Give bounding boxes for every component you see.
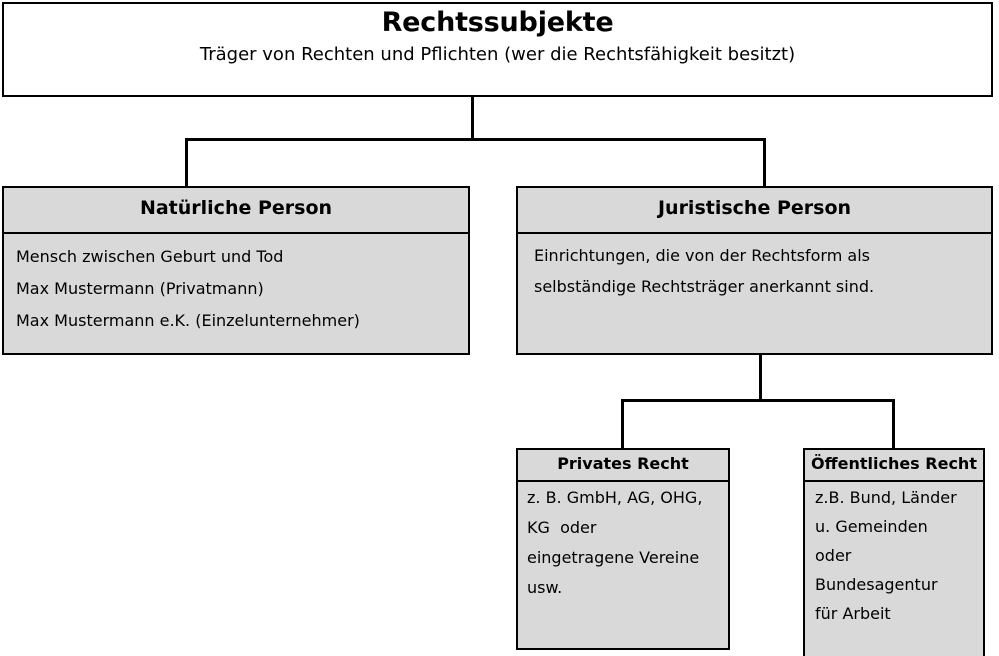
body-line: z.B. Bund, Länder: [815, 488, 957, 507]
node-juristische-person-divider: [518, 232, 991, 234]
node-oeffentliches-recht-divider: [805, 480, 983, 482]
node-natuerliche-person-header: Natürliche Person: [139, 197, 333, 219]
node-rechtssubjekte: Rechtssubjekte Träger von Rechten und Pf…: [2, 2, 993, 97]
node-privates-recht-body: z. B. GmbH, AG, OHG, KG oder eingetragen…: [518, 482, 728, 597]
body-line: usw.: [527, 578, 563, 597]
node-privates-recht-header: Privates Recht: [557, 454, 689, 473]
node-oeffentliches-recht-header: Öffentliches Recht: [811, 454, 977, 473]
node-natuerliche-person-divider: [4, 232, 468, 234]
body-line: Max Mustermann e.K. (Einzelunternehmer): [16, 311, 360, 330]
node-juristische-person-header: Juristische Person: [657, 197, 852, 219]
connector-level2-bar: [185, 138, 766, 141]
node-juristische-person: Juristische Person Einrichtungen, die vo…: [516, 186, 993, 355]
node-oeffentliches-recht: Öffentliches Recht z.B. Bund, Länder u. …: [803, 448, 985, 656]
connector-level3-stem: [759, 355, 762, 401]
node-oeffentliches-recht-body: z.B. Bund, Länder u. Gemeinden oder Bund…: [805, 482, 983, 623]
body-line: u. Gemeinden: [815, 517, 928, 536]
node-natuerliche-person: Natürliche Person Mensch zwischen Geburt…: [2, 186, 470, 355]
node-privates-recht: Privates Recht z. B. GmbH, AG, OHG, KG o…: [516, 448, 730, 650]
body-line: oder: [815, 546, 852, 565]
body-line: für Arbeit: [815, 604, 891, 623]
connector-level2-drop-right: [763, 138, 766, 188]
root-title: Rechtssubjekte: [381, 7, 614, 38]
body-line: Max Mustermann (Privatmann): [16, 279, 264, 298]
connector-level2-drop-left: [185, 138, 188, 188]
body-line: Einrichtungen, die von der Rechtsform al…: [534, 246, 870, 265]
connector-level3-drop-left: [621, 399, 624, 450]
connector-root-stem: [471, 97, 474, 141]
body-line: eingetragene Vereine: [527, 548, 700, 567]
body-line: Mensch zwischen Geburt und Tod: [16, 247, 284, 266]
body-line: Bundesagentur: [815, 575, 938, 594]
body-line: z. B. GmbH, AG, OHG,: [527, 488, 703, 507]
connector-level3-drop-right: [892, 399, 895, 450]
body-line: selbständige Rechtsträger anerkannt sind…: [534, 277, 875, 296]
node-juristische-person-body: Einrichtungen, die von der Rechtsform al…: [518, 234, 991, 296]
root-subtitle: Träger von Rechten und Pflichten (wer di…: [199, 44, 796, 66]
body-line: KG oder: [527, 518, 597, 537]
connector-level3-bar: [621, 399, 895, 402]
node-privates-recht-divider: [518, 480, 728, 482]
node-natuerliche-person-body: Mensch zwischen Geburt und Tod Max Muste…: [4, 234, 468, 330]
